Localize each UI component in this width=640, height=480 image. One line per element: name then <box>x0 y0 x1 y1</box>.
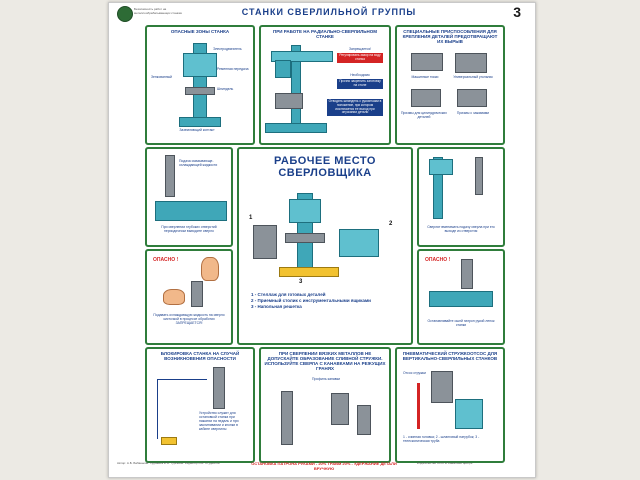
fixture-label-prism: Призмы для цилиндрических деталей <box>401 111 447 119</box>
drill-tip-icon <box>281 391 293 445</box>
poster-footer: Автор: А.Б. Бабаньков. Художник И.Б. Тур… <box>109 461 535 475</box>
parts-rack <box>253 225 277 259</box>
radial-base <box>265 123 327 133</box>
angle-fixture <box>455 53 487 73</box>
workplace-title: РАБОЧЕЕ МЕСТО СВЕРЛОВЩИКА <box>239 155 411 179</box>
panel-danger-zones: ОПАСНЫЕ ЗОНЫ СТАНКА Электродвигатель Рем… <box>145 25 255 145</box>
danger-label: ОПАСНО ! <box>425 257 451 263</box>
workplace-title-line1: РАБОЧЕЕ МЕСТО <box>274 155 376 167</box>
glove-icon <box>201 257 219 281</box>
radial-head <box>275 60 291 78</box>
poster-title: СТАНКИ СВЕРЛИЛЬНОЙ ГРУППЫ <box>241 7 417 17</box>
workplace-drill-head <box>289 199 321 223</box>
panel-viscous: ПРИ СВЕРЛЕНИИ ВЯЗКИХ МЕТАЛЛОВ НЕ ДОПУСКА… <box>259 347 391 463</box>
workpiece-plate <box>429 291 493 307</box>
chuck-icon <box>461 259 473 289</box>
callout-3: 3 <box>299 279 303 285</box>
panel-title: ПРИ РАБОТЕ НА РАДИАЛЬНО-СВЕРЛИЛЬНОМ СТАН… <box>273 29 377 39</box>
workpiece-block <box>155 201 227 221</box>
panel-gloves: ОПАСНО ! Подавать охлаждающую жидкость н… <box>145 249 233 345</box>
label-motor: Электродвигатель <box>213 47 242 51</box>
interlock-caption: Устройство служит для остановкой станка … <box>199 411 239 431</box>
floor-grating <box>279 267 339 277</box>
panel-title: ПНЕВМАТИЧЕСКИЙ СТРУЖКООТСОС ДЛЯ ВЕРТИКАЛ… <box>402 351 498 361</box>
pneumatic-caption: 1 - очинная головка; 2 - шланговый патру… <box>403 435 480 443</box>
telescopic-tube <box>455 399 483 429</box>
vertical-drill-column <box>433 157 443 219</box>
panel-interlock: БЛОКИРОВКА СТАНКА НА СЛУЧАЙ ВОЗНИКНОВЕНИ… <box>145 347 255 463</box>
instruction-box-clamp: Прочно закрепить заготовку на столе <box>337 79 383 89</box>
label-forbidden: Запрещается! <box>349 47 371 51</box>
callout-1: 1 <box>249 215 253 221</box>
gloves-caption: Подавать охлаждающую жидкость на сверло … <box>153 313 225 325</box>
suction-head <box>431 371 453 403</box>
page-number: 3 <box>513 4 521 20</box>
cooling-right-caption: Сверлят вменимать подачу сверла при его … <box>427 225 495 233</box>
drill-edge-profile <box>357 405 371 435</box>
panel-workplace: РАБОЧЕЕ МЕСТО СВЕРЛОВЩИКА 1 2 3 1 - Стел… <box>237 147 413 345</box>
suction-pipe <box>417 383 420 429</box>
legend-item: 2 - Приемный столик с инструментальными … <box>251 298 371 303</box>
hand-icon <box>163 289 185 305</box>
circuit-wiring <box>157 379 158 439</box>
drill-press-head <box>183 53 217 77</box>
interlock-drill <box>213 367 225 409</box>
legend-item: 3 - Напольная решетка <box>251 304 302 309</box>
instruction-box-spindle: Отводить шпиндель с рукоятками в положен… <box>327 99 383 117</box>
danger-label: ОПАСНО ! <box>153 257 179 263</box>
circuit-wiring <box>157 379 207 380</box>
drill-bit-closeup <box>475 157 483 195</box>
foot-pedal-icon <box>161 437 177 445</box>
tool-cabinet <box>339 229 379 257</box>
panel-fixtures: СПЕЦИАЛЬНЫЕ ПРИСПОСОБЛЕНИЯ ДЛЯ КРЕПЛЕНИЯ… <box>395 25 505 145</box>
logo-text: Безопасность работ на металлообрабатываю… <box>134 7 183 15</box>
chips-caption: Останавливайте ошнй патрон рукой лепок с… <box>427 319 495 327</box>
workplace-legend: 1 - Стеллаж для готовых деталей 2 - Прие… <box>251 292 371 310</box>
panel-title: СПЕЦИАЛЬНЫЕ ПРИСПОСОБЛЕНИЯ ДЛЯ КРЕПЛЕНИЯ… <box>402 29 498 44</box>
vertical-drill-head <box>429 159 453 175</box>
drill-press-base <box>179 117 221 127</box>
prism-fixture <box>411 89 441 107</box>
label-countersink: Зенкованный <box>151 75 172 79</box>
fixture-label-angle: Универсальный угольник <box>453 75 493 79</box>
label-coolant-supply: Подача смазывающе-охлаждающей жидкости <box>179 159 218 167</box>
panel-radial-drill: ПРИ РАБОТЕ НА РАДИАЛЬНО-СВЕРЛИЛЬНОМ СТАН… <box>259 25 391 145</box>
safety-poster: Безопасность работ на металлообрабатываю… <box>108 2 536 478</box>
drill-chuck <box>191 281 203 307</box>
callout-2: 2 <box>389 221 393 227</box>
coolant-caption: При сверлении глубоких отверстий периоди… <box>161 225 217 233</box>
panel-chips: ОПАСНО ! Останавливайте ошнй патрон руко… <box>417 249 505 345</box>
fixture-label-prism-clamp: Призмы с зажимами <box>456 111 490 115</box>
vise-fixture <box>411 53 443 71</box>
label-groove-profile: Профиль канавки <box>312 377 340 381</box>
panel-pneumatic: ПНЕВМАТИЧЕСКИЙ СТРУЖКООТСОС ДЛЯ ВЕРТИКАЛ… <box>395 347 505 463</box>
panel-title: ПРИ СВЕРЛЕНИИ ВЯЗКИХ МЕТАЛЛОВ НЕ ДОПУСКА… <box>264 351 386 371</box>
fixture-label-vise: Машинные тиски <box>411 75 439 79</box>
label-chip-suction: Отсос стружки <box>403 371 426 375</box>
workplace-title-line2: СВЕРЛОВЩИКА <box>278 167 372 179</box>
footer-publisher: Издательство ООО «Плакатный центр» <box>417 461 473 465</box>
drill-bit <box>165 155 175 197</box>
prism-clamp-fixture <box>457 89 487 107</box>
panel-coolant: Подача смазывающе-охлаждающей жидкости П… <box>145 147 233 247</box>
footer-credits: Автор: А.Б. Бабаньков. Художник И.Б. Тур… <box>117 461 220 465</box>
label-ground: Заземляющий контакт <box>179 128 215 132</box>
drill-edge-detail <box>331 393 349 425</box>
label-spindle: Шпиндель <box>217 87 234 91</box>
label-belt: Ременная передача <box>217 67 249 71</box>
drill-press-table <box>185 87 215 95</box>
radial-arm <box>271 51 333 62</box>
workplace-drill-table <box>285 233 325 243</box>
label-necessary: Необходимо <box>350 73 370 77</box>
legend-item: 1 - Стеллаж для готовых деталей <box>251 292 326 297</box>
panel-title: БЛОКИРОВКА СТАНКА НА СЛУЧАЙ ВОЗНИКНОВЕНИ… <box>160 351 240 361</box>
panel-cooling-right: Сверлят вменимать подачу сверла при его … <box>417 147 505 247</box>
publisher-logo-icon <box>117 6 133 22</box>
panel-title: ОПАСНЫЕ ЗОНЫ СТАНКА <box>170 29 230 34</box>
footer-statistic: ОСТАНОВКА ПАТРОНА РУКАМИ - 20% ТРАВМ 20%… <box>251 461 397 471</box>
warning-box-gap: Регулировать зазор на ходу станка <box>337 53 383 63</box>
radial-workpiece <box>275 93 303 109</box>
